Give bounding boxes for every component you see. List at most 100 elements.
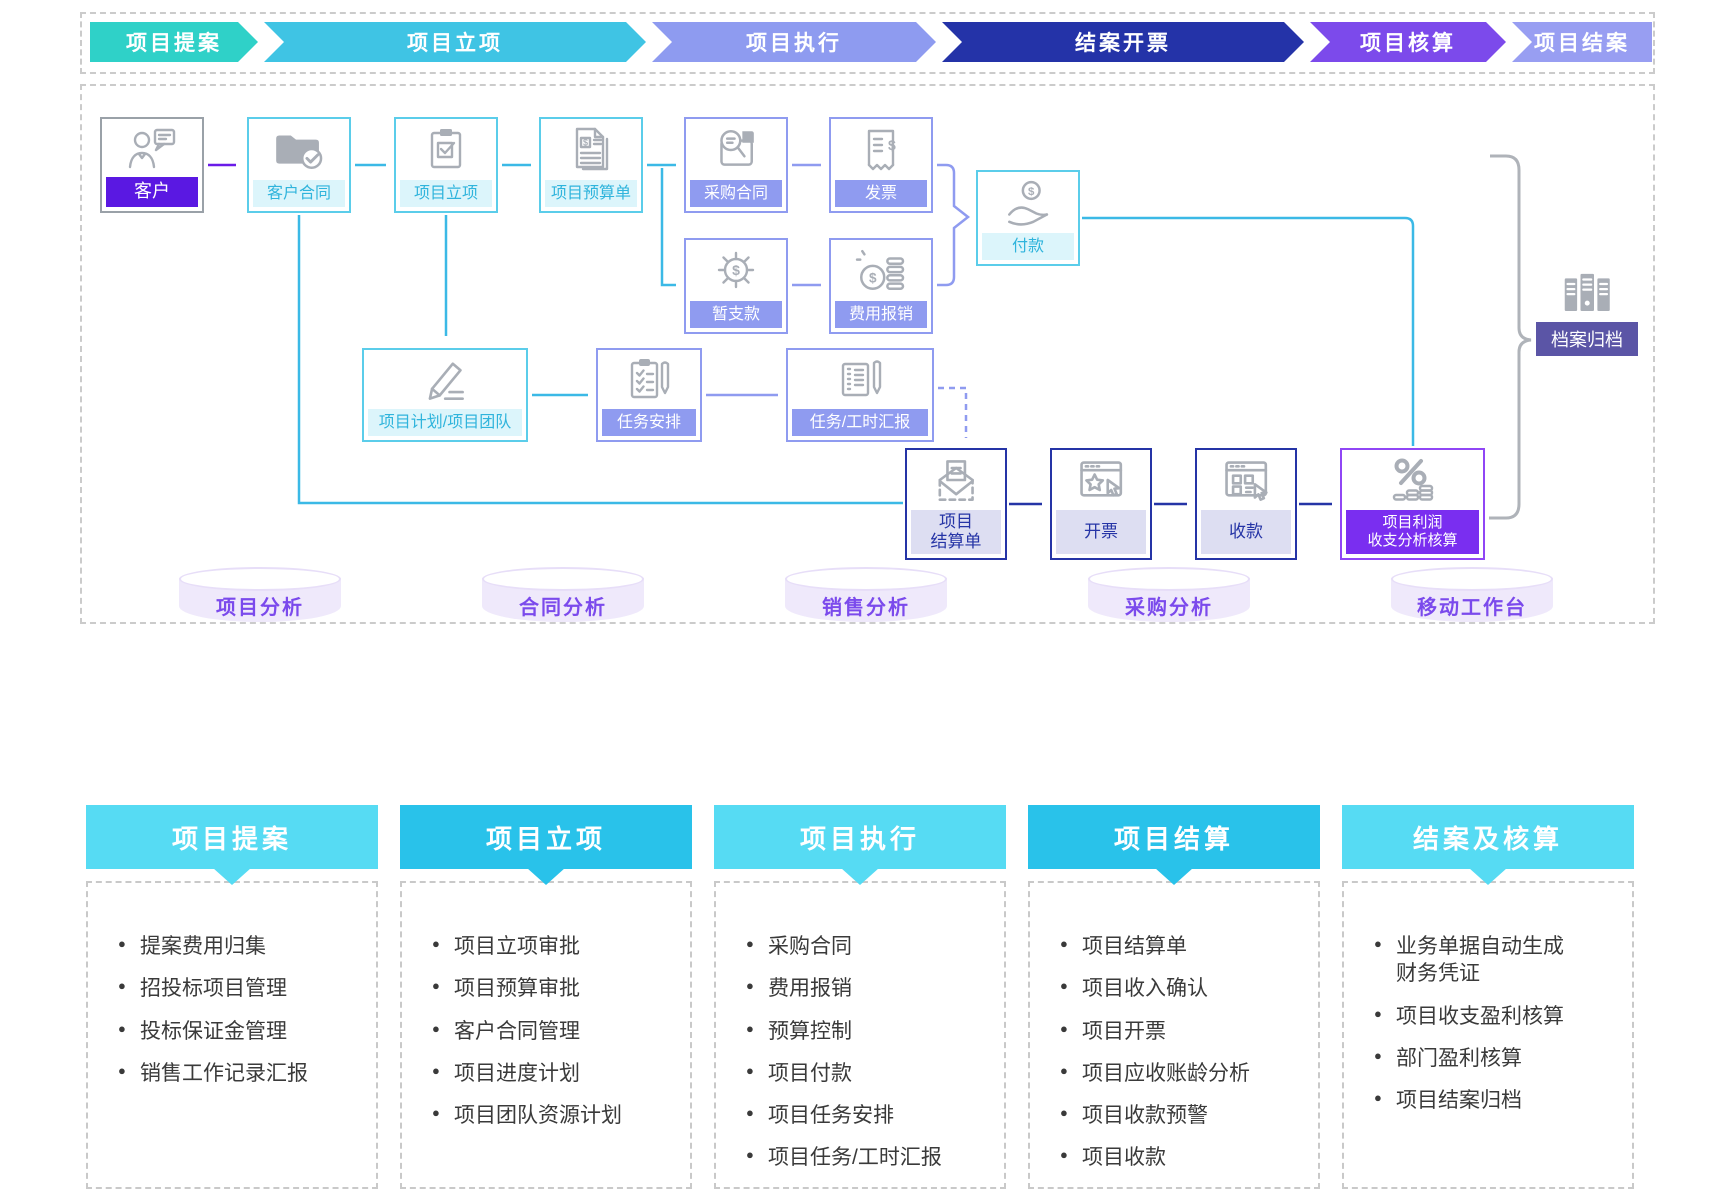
flow-node-label: 项目立项: [400, 179, 492, 207]
analytics-label: 移动工作台: [1417, 597, 1527, 619]
flow-node-label-line: 结算单: [930, 532, 982, 551]
list-item: 项目团队资源计划: [432, 1102, 680, 1129]
flow-node-customer-contract: 客户合同: [247, 117, 351, 213]
analytics-cylinder-1: 项目分析: [179, 567, 341, 622]
flow-node-archive: 档案归档: [1536, 266, 1638, 356]
clipboard-check-icon: [396, 121, 496, 177]
search-folder-icon: [686, 121, 786, 177]
column-item-list: 业务单据自动生成 财务凭证项目收支盈利核算部门盈利核算项目结案归档: [1342, 881, 1634, 1189]
list-item: 招投标项目管理: [118, 975, 366, 1002]
list-item: 项目开票: [1060, 1018, 1308, 1045]
stage-chevron-2: 项目立项: [264, 22, 646, 62]
svg-text:$: $: [732, 262, 740, 278]
flow-node-label: 采购合同: [690, 179, 782, 207]
column-item-list: 项目立项审批项目预算审批客户合同管理项目进度计划项目团队资源计划: [400, 881, 692, 1189]
svg-text:$: $: [583, 138, 588, 148]
flow-node-label-line: 项目: [939, 511, 973, 531]
column-2: 项目立项项目立项审批项目预算审批客户合同管理项目进度计划项目团队资源计划: [400, 805, 692, 1189]
column-3: 项目执行采购合同费用报销预算控制项目付款项目任务安排项目任务/工时汇报: [714, 805, 1006, 1189]
column-items: 项目立项审批项目预算审批客户合同管理项目进度计划项目团队资源计划: [432, 933, 680, 1129]
pencil-icon: [364, 352, 526, 406]
stage-chevron-4: 结案开票: [942, 22, 1304, 62]
list-item: 项目收支盈利核算: [1374, 1003, 1622, 1030]
column-title: 项目立项: [485, 823, 606, 854]
stage-label: 结案开票: [1075, 32, 1171, 55]
column-4: 项目结算项目结算单项目收入确认项目开票项目应收账龄分析项目收款预警项目收款: [1028, 805, 1320, 1189]
flow-node-label: 任务/工时汇报: [792, 408, 928, 436]
flow-node-project-budget: $ 项目预算单: [539, 117, 643, 213]
budget-doc-icon: $: [541, 121, 641, 177]
column-header: 结案及核算: [1342, 805, 1634, 869]
svg-text:$: $: [1028, 186, 1035, 198]
receipt-icon: $: [831, 121, 931, 177]
list-item: 预算控制: [746, 1018, 994, 1045]
list-item: 项目结案归档: [1374, 1087, 1622, 1114]
list-item: 项目收款: [1060, 1144, 1308, 1171]
analytics-label: 销售分析: [822, 597, 910, 619]
stage-label: 项目核算: [1360, 32, 1456, 55]
column-header: 项目结算: [1028, 805, 1320, 869]
column-items: 业务单据自动生成 财务凭证项目收支盈利核算部门盈利核算项目结案归档: [1374, 933, 1622, 1114]
flow-node-label: 项目结算单: [911, 510, 1001, 554]
stage-chevron-5: 项目核算: [1310, 22, 1506, 62]
flow-node-plan-team: 项目计划/项目团队: [362, 348, 528, 442]
flow-node-project-initiation: 项目立项: [394, 117, 498, 213]
browser-star-icon: [1052, 452, 1150, 508]
list-item: 项目进度计划: [432, 1060, 680, 1087]
list-item: 项目任务安排: [746, 1102, 994, 1129]
flow-node-collection: 收款: [1195, 448, 1297, 560]
flow-node-label: 暂支款: [690, 300, 782, 328]
column-item-list: 提案费用归集招投标项目管理投标保证金管理销售工作记录汇报: [86, 881, 378, 1189]
person-chat-icon: [102, 121, 202, 177]
flow-node-task-report: 任务/工时汇报: [786, 348, 934, 442]
flow-node-label: 开票: [1056, 510, 1146, 554]
browser-calc-icon: [1197, 452, 1295, 508]
analytics-label: 合同分析: [519, 597, 607, 619]
flow-node-label: 收款: [1201, 510, 1291, 554]
stage-chevron-6: 项目结案: [1512, 22, 1652, 62]
list-item: 销售工作记录汇报: [118, 1060, 366, 1087]
list-item: 项目任务/工时汇报: [746, 1144, 994, 1171]
flow-node-label: 任务安排: [602, 408, 696, 436]
flow-node-label: 项目预算单: [545, 179, 637, 207]
column-items: 提案费用归集招投标项目管理投标保证金管理销售工作记录汇报: [118, 933, 366, 1087]
server-rack-icon: [1556, 266, 1618, 325]
flow-node-customer: 客户: [100, 117, 204, 213]
flow-node-label: 项目利润收支分析核算: [1346, 510, 1479, 554]
flow-node-payment: $ 付款: [976, 170, 1080, 266]
flow-node-expense: $费用报销: [829, 238, 933, 334]
gear-dollar-icon: $: [686, 242, 786, 298]
coins-icon: $: [831, 242, 931, 298]
column-title: 项目结算: [1113, 823, 1234, 854]
column-title: 项目提案: [171, 823, 292, 854]
column-header: 项目执行: [714, 805, 1006, 869]
flow-node-label-line: 收支分析核算: [1367, 532, 1458, 549]
list-item: 部门盈利核算: [1374, 1045, 1622, 1072]
list-item: 提案费用归集: [118, 933, 366, 960]
flow-node-label: 付款: [982, 232, 1074, 260]
analytics-label: 采购分析: [1125, 597, 1213, 619]
stage-label: 项目立项: [407, 32, 503, 55]
flow-node-advance: $ 暂支款: [684, 238, 788, 334]
column-title: 项目执行: [799, 823, 920, 854]
flow-node-label: 费用报销: [835, 300, 927, 328]
flow-node-task-arrange: 任务安排: [596, 348, 702, 442]
hand-coin-icon: $: [978, 174, 1078, 230]
list-item: 客户合同管理: [432, 1018, 680, 1045]
archive-label: 档案归档: [1536, 322, 1638, 356]
column-5: 结案及核算业务单据自动生成 财务凭证项目收支盈利核算部门盈利核算项目结案归档: [1342, 805, 1634, 1189]
column-item-list: 项目结算单项目收入确认项目开票项目应收账龄分析项目收款预警项目收款: [1028, 881, 1320, 1189]
column-item-list: 采购合同费用报销预算控制项目付款项目任务安排项目任务/工时汇报: [714, 881, 1006, 1189]
list-item: 采购合同: [746, 933, 994, 960]
flow-node-settlement: 项目结算单: [905, 448, 1007, 560]
column-title: 结案及核算: [1412, 823, 1563, 854]
stage-chevron-bar: 项目提案项目立项项目执行结案开票项目核算项目结案: [0, 22, 1734, 62]
analytics-label: 项目分析: [216, 597, 304, 619]
folder-check-icon: [249, 121, 349, 177]
column-items: 采购合同费用报销预算控制项目付款项目任务安排项目任务/工时汇报: [746, 933, 994, 1172]
notebook-pen-icon: [788, 352, 932, 406]
list-item: 项目结算单: [1060, 933, 1308, 960]
list-item: 业务单据自动生成 财务凭证: [1374, 933, 1622, 988]
stage-chevron-3: 项目执行: [652, 22, 936, 62]
column-1: 项目提案提案费用归集招投标项目管理投标保证金管理销售工作记录汇报: [86, 805, 378, 1189]
